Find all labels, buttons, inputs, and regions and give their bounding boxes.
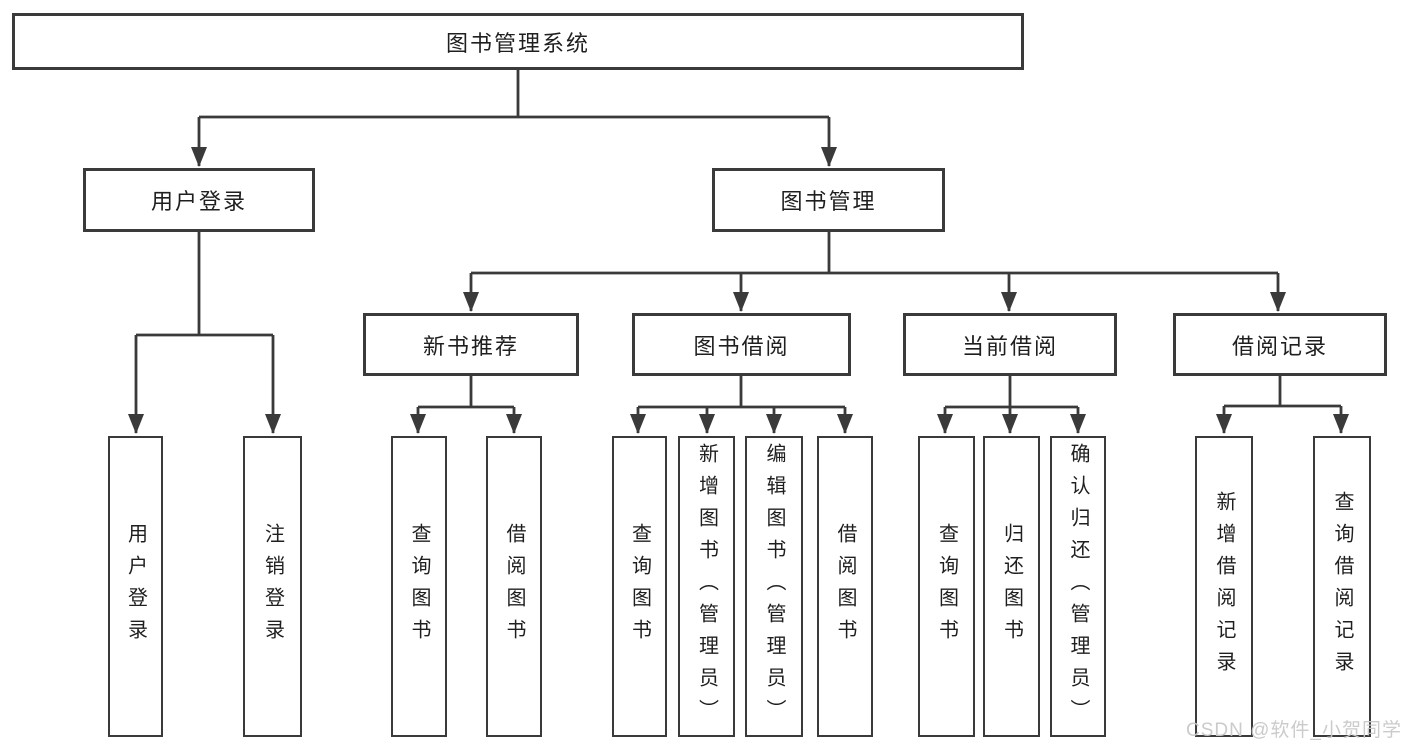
leaf-logout: 注销登录 — [243, 436, 302, 737]
leaf-records-add-record: 新增借阅记录 — [1195, 436, 1253, 737]
leaf-current-confirm-return-admin: 确认归还（管理员） — [1050, 436, 1106, 737]
leaf-borrow-query-books: 查询图书 — [612, 436, 667, 737]
leaf-newbook-borrow-books: 借阅图书 — [486, 436, 542, 737]
leaf-borrow-add-books-admin: 新增图书（管理员） — [678, 436, 735, 737]
leaf-current-query-books: 查询图书 — [918, 436, 975, 737]
leaf-user-login: 用户登录 — [108, 436, 163, 737]
leaf-borrow-edit-books-admin: 编辑图书（管理员） — [745, 436, 803, 737]
node-borrow-records: 借阅记录 — [1173, 313, 1387, 376]
leaf-current-return-books: 归还图书 — [983, 436, 1040, 737]
node-user-login: 用户登录 — [83, 168, 315, 232]
csdn-watermark: CSDN @软件_小贺同学 — [1186, 720, 1402, 741]
node-book-borrow: 图书借阅 — [632, 313, 851, 376]
node-book-management: 图书管理 — [712, 168, 945, 232]
leaf-records-query-record: 查询借阅记录 — [1313, 436, 1371, 737]
leaf-borrow-borrow-books: 借阅图书 — [817, 436, 873, 737]
node-current-borrow: 当前借阅 — [903, 313, 1117, 376]
node-root: 图书管理系统 — [12, 13, 1024, 70]
leaf-newbook-query-books: 查询图书 — [391, 436, 447, 737]
node-new-book-recommend: 新书推荐 — [363, 313, 579, 376]
